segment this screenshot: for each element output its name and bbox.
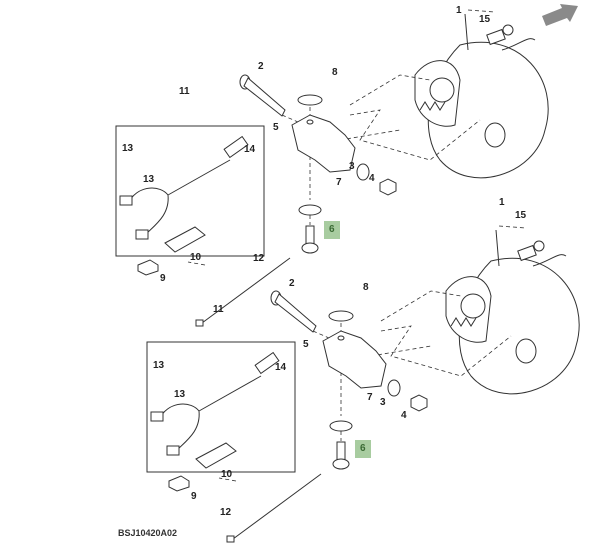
callout-5[interactable]: 5 <box>303 339 309 350</box>
callout-13[interactable]: 13 <box>153 360 165 371</box>
callout-8[interactable]: 8 <box>363 282 369 293</box>
callout-11[interactable]: 11 <box>179 86 190 97</box>
callout-15[interactable]: 15 <box>515 210 527 221</box>
arrow-icon[interactable] <box>540 4 580 26</box>
callout-2[interactable]: 2 <box>289 278 295 289</box>
callout-10[interactable]: 10 <box>190 252 202 263</box>
callout-4[interactable]: 4 <box>401 410 407 421</box>
callout-6-highlighted[interactable]: 6 <box>355 440 371 458</box>
callout-13[interactable]: 13 <box>143 174 155 185</box>
callout-13[interactable]: 13 <box>122 143 134 154</box>
callout-3[interactable]: 3 <box>380 397 386 408</box>
callout-1[interactable]: 1 <box>456 5 462 16</box>
callout-2[interactable]: 2 <box>258 61 264 72</box>
callout-10[interactable]: 10 <box>221 469 233 480</box>
diagram-id: BSJ10420A02 <box>118 528 178 538</box>
callout-8[interactable]: 8 <box>332 67 338 78</box>
callout-15[interactable]: 15 <box>479 14 491 25</box>
callout-6-highlighted[interactable]: 6 <box>324 221 340 239</box>
callout-5[interactable]: 5 <box>273 122 279 133</box>
callout-7[interactable]: 7 <box>336 177 342 188</box>
callout-9[interactable]: 9 <box>160 273 166 284</box>
callout-7[interactable]: 7 <box>367 392 373 403</box>
callout-12[interactable]: 12 <box>220 507 232 518</box>
callout-13[interactable]: 13 <box>174 389 186 400</box>
callout-3[interactable]: 3 <box>349 161 355 172</box>
callout-9[interactable]: 9 <box>191 491 197 502</box>
callout-12[interactable]: 12 <box>253 253 265 264</box>
assembly-bottom <box>146 225 580 543</box>
callout-11[interactable]: 11 <box>213 304 224 315</box>
callout-1[interactable]: 1 <box>499 197 505 208</box>
callout-14[interactable]: 14 <box>275 362 287 373</box>
callout-4[interactable]: 4 <box>369 173 375 184</box>
callout-14[interactable]: 14 <box>244 144 256 155</box>
